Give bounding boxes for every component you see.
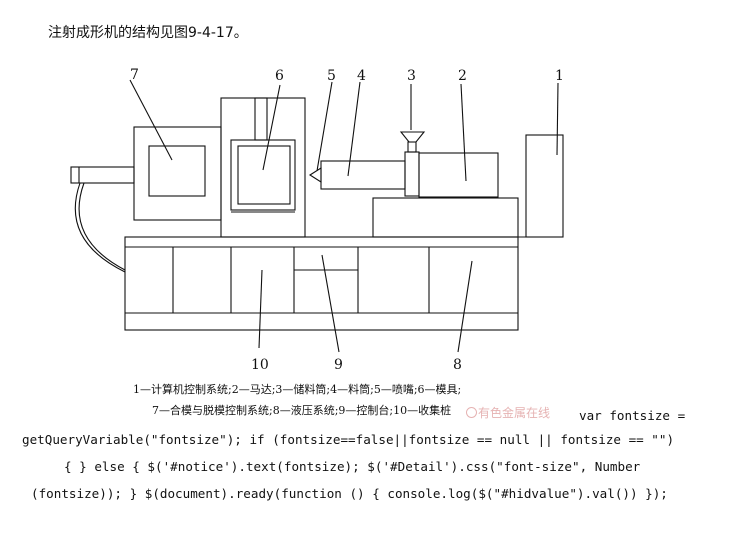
injection-molding-machine-diagram: 1 2 3 4 5 6 7 8 9 10 <box>70 67 564 373</box>
part-label-6: 6 <box>275 68 284 84</box>
code-text-line-3: { } else { $('#notice').text(fontsize); … <box>64 459 641 474</box>
hopper <box>399 131 426 153</box>
hydraulic-cylinder-rod <box>70 166 135 273</box>
code-text-line-4: (fontsize)); } $(document).ready(functio… <box>31 486 668 501</box>
base-frame <box>124 236 519 331</box>
figure-caption-line-1: 1—计算机控制系统;2—马达;3—储料筒;4—料筒;5—喷嘴;6—模具; <box>133 383 462 396</box>
injection-unit <box>308 134 564 238</box>
watermark: 有色金属在线 <box>466 404 550 421</box>
code-text-line-2: getQueryVariable("fontsize"); if (fontsi… <box>22 432 675 447</box>
watermark-logo-icon <box>466 407 477 418</box>
part-label-9: 9 <box>334 357 343 373</box>
part-label-7: 7 <box>130 67 139 83</box>
part-label-10: 10 <box>251 357 269 373</box>
part-label-5: 5 <box>327 68 336 84</box>
part-label-4: 4 <box>357 68 366 84</box>
watermark-text: 有色金属在线 <box>478 406 551 420</box>
part-label-1: 1 <box>555 68 564 84</box>
intro-text: 注射成形机的结构见图9-4-17。 <box>48 25 248 41</box>
code-text-line-1: var fontsize = <box>579 408 686 423</box>
figure-caption-line-2: 7—合模与脱模控制系统;8—液压系统;9—控制台;10—收集桩 <box>152 404 452 417</box>
part-labels: 1 2 3 4 5 6 7 8 9 10 <box>130 67 564 373</box>
leader-lines <box>129 79 559 353</box>
clamping-unit <box>133 97 306 238</box>
part-label-8: 8 <box>453 357 462 373</box>
part-label-2: 2 <box>458 68 467 84</box>
part-label-3: 3 <box>407 68 416 84</box>
